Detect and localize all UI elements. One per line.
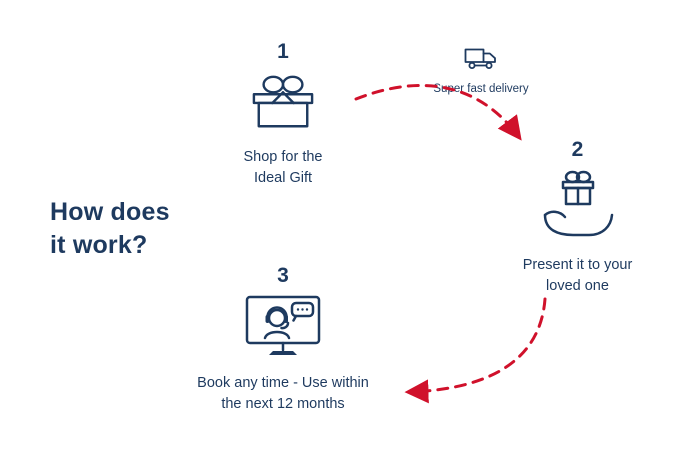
super-fast-delivery-label: Super fast delivery: [433, 83, 529, 95]
arrow-step2-to-step3: [404, 297, 547, 404]
step-3-number: 3: [277, 264, 289, 287]
step-1-label: Shop for the Ideal Gift: [213, 147, 353, 188]
step-2-label: Present it to your loved one: [505, 255, 650, 296]
step-1-label-line2: Ideal Gift: [253, 169, 313, 186]
step-1-label-line1: Shop for the: [243, 149, 323, 165]
step-1-shop: 1 Shop for the Ideal Gift: [213, 40, 353, 188]
support-monitor-icon: [245, 295, 321, 355]
step-3-label: Book any time - Use within the next 12 m…: [188, 373, 378, 414]
step-2-present: 2 Present it to your loved one: [505, 138, 650, 296]
page-title: How does it work?: [50, 196, 170, 262]
page-title-line2: it work?: [50, 231, 148, 259]
hand-holding-gift-icon: [543, 170, 613, 237]
step-2-number: 2: [571, 138, 584, 161]
step-1-number: 1: [277, 40, 289, 63]
step-2-label-line1: Present it to your: [522, 257, 633, 273]
super-fast-delivery: Super fast delivery: [421, 46, 541, 95]
step-3-label-line2: the next 12 months: [221, 395, 345, 412]
step-3-book: 3 Book any time - Use within the next 12…: [188, 264, 378, 414]
step-3-label-line1: Book any time - Use within: [197, 375, 369, 391]
page-title-line1: How does: [50, 198, 170, 226]
gift-box-icon: [252, 75, 314, 128]
truck-icon: [464, 48, 496, 69]
step-2-label-line2: loved one: [546, 277, 609, 294]
